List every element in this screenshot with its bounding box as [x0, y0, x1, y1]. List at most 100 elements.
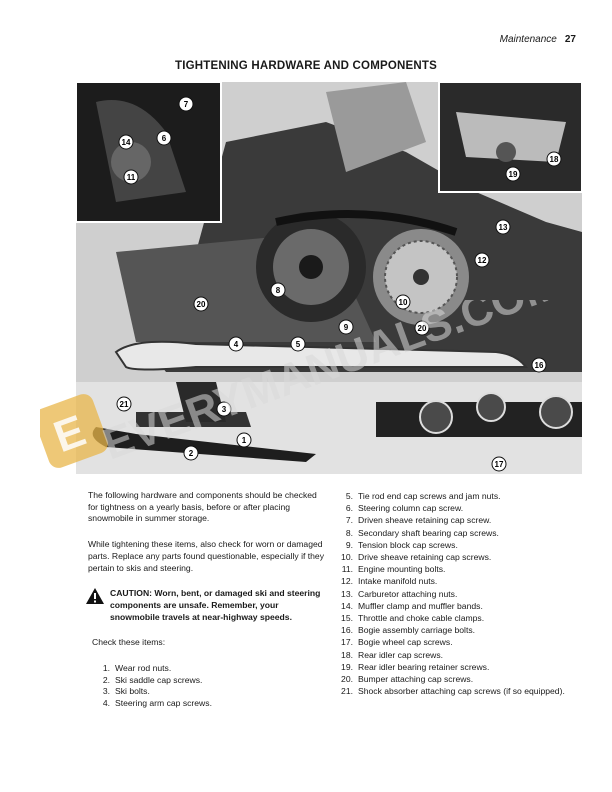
list-item: 4. Steering arm cap screws. [92, 698, 326, 710]
callout-marker: 21 [116, 396, 132, 412]
callout-label: 7 [184, 100, 189, 109]
callout-marker: 20 [414, 320, 430, 336]
callout-marker: 6 [156, 130, 172, 146]
item-text: Drive sheave retaining cap screws. [358, 552, 492, 563]
callout-marker: 9 [338, 319, 354, 335]
callout-label: 6 [162, 134, 167, 143]
item-number: 10. [341, 552, 353, 563]
item-text: Ski saddle cap screws. [115, 674, 203, 685]
list-item: 11. Engine mounting bolts. [335, 563, 575, 575]
item-number: 11. [341, 564, 353, 575]
item-text: Secondary shaft bearing cap screws. [358, 527, 499, 538]
callout-marker: 16 [531, 357, 547, 373]
item-text: Tie rod end cap screws and jam nuts. [358, 491, 501, 501]
list-item: 19.Rear idler bearing retainer screws. [335, 661, 575, 673]
item-number: 19. [341, 661, 353, 672]
item-number: 20. [341, 674, 353, 685]
list-item: 16. Bogie assembly carriage bolts. [335, 624, 575, 636]
callout-marker: 8 [270, 282, 286, 298]
item-number: 21. [341, 686, 353, 697]
callout-marker: 12 [474, 252, 490, 268]
callout-label: 13 [499, 223, 508, 232]
intro-paragraph-2: While tightening these items, also check… [88, 539, 324, 573]
item-text: Throttle and choke cable clamps. [358, 613, 485, 624]
callout-marker: 11 [123, 169, 139, 185]
list-item: 6.Steering column cap screw. [335, 502, 575, 514]
item-number: 16. [341, 625, 353, 636]
item-text: Carburetor attaching nuts. [358, 588, 458, 599]
callout-label: 5 [296, 340, 301, 349]
item-number: 8. [345, 527, 353, 538]
callout-marker: 17 [491, 456, 507, 472]
callout-marker: 4 [228, 336, 244, 352]
list-item: 13. Carburetor attaching nuts. [335, 588, 575, 600]
callout-label: 11 [127, 173, 136, 182]
list-item: 15.Throttle and choke cable clamps. [335, 612, 575, 624]
callout-label: 8 [276, 286, 281, 295]
list-item: 7.Driven sheave retaining cap screw. [335, 514, 575, 526]
item-number: 4. [102, 698, 110, 709]
callout-label: 18 [550, 155, 559, 164]
checklist-left: 1.Wear rod nuts.2. Ski saddle cap screws.… [88, 663, 326, 710]
callout-marker: 18 [546, 151, 562, 167]
list-item: 17. Bogie wheel cap screws. [335, 636, 575, 648]
list-item: 8. Secondary shaft bearing cap screws. [335, 527, 575, 539]
callout-label: 20 [418, 324, 427, 333]
item-number: 9. [345, 539, 353, 550]
item-number: 17. [341, 637, 353, 648]
caution-text: CAUTION: Worn, bent, or damaged ski and … [110, 588, 321, 622]
callout-marker: 1 [236, 432, 252, 448]
item-text: Muffler clamp and muffler bands. [358, 600, 483, 611]
list-item: 18.Rear idler cap screws. [335, 649, 575, 661]
list-item: 5. Tie rod end cap screws and jam nuts. [335, 490, 575, 502]
item-text: Steering column cap screw. [358, 503, 464, 514]
callout-label: 9 [344, 323, 349, 332]
list-item: 1.Wear rod nuts. [92, 663, 326, 675]
warning-triangle-icon [86, 588, 104, 605]
callout-label: 19 [509, 170, 518, 179]
item-text: Intake manifold nuts. [358, 576, 438, 587]
item-text: Engine mounting bolts. [358, 564, 446, 575]
callout-marker: 19 [505, 166, 521, 182]
callout-label: 16 [535, 361, 544, 370]
item-number: 2. [102, 674, 110, 685]
page-title: TIGHTENING HARDWARE AND COMPONENTS [175, 60, 437, 72]
callout-label: 17 [495, 460, 504, 469]
list-item: 12. Intake manifold nuts. [335, 575, 575, 587]
right-column: 5. Tie rod end cap screws and jam nuts.6.… [335, 490, 575, 697]
callout-marker: 7 [178, 96, 194, 112]
item-text: Tension block cap screws. [358, 539, 458, 550]
callout-label: 10 [399, 298, 408, 307]
callout-marker: 14 [118, 134, 134, 150]
item-text: Bogie wheel cap screws. [358, 637, 453, 648]
item-number: 14. [341, 600, 353, 611]
callout-label: 21 [120, 400, 129, 409]
item-text: Steering arm cap screws. [115, 698, 212, 709]
callout-label: 20 [197, 300, 206, 309]
item-number: 3. [102, 686, 110, 697]
section-name: Maintenance [499, 34, 557, 45]
callout-marker: 3 [216, 401, 232, 417]
item-number: 1. [102, 663, 110, 674]
callout-label: 12 [478, 256, 487, 265]
callout-label: 14 [122, 138, 131, 147]
item-text: Bogie assembly carriage bolts. [358, 625, 476, 636]
item-number: 12. [341, 576, 353, 587]
list-item: 21. Shock absorber attaching cap screws (… [335, 685, 575, 697]
callout-marker: 13 [495, 219, 511, 235]
item-number: 7. [345, 515, 353, 526]
checklist-right: 5. Tie rod end cap screws and jam nuts.6.… [335, 490, 575, 697]
list-item: 20. Bumper attaching cap screws. [335, 673, 575, 685]
item-number: 5. [345, 491, 353, 501]
callout-label: 4 [234, 340, 239, 349]
callout-marker: 2 [183, 445, 199, 461]
item-number: 18. [341, 649, 353, 660]
item-number: 13. [341, 588, 353, 599]
list-item: 9. Tension block cap screws. [335, 539, 575, 551]
callout-marker: 10 [395, 294, 411, 310]
callout-marker: 20 [193, 296, 209, 312]
item-text: Bumper attaching cap screws. [358, 674, 474, 685]
item-text: Shock absorber attaching cap screws (if … [358, 686, 565, 697]
